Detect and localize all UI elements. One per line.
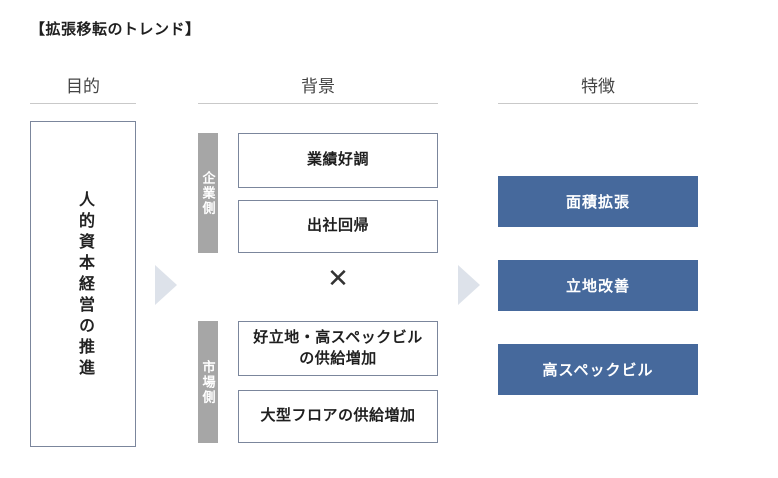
feature-box-3: 高スペックビル	[498, 344, 698, 395]
page-title: 【拡張移転のトレンド】	[30, 21, 201, 38]
arrow-purpose-to-background-icon	[155, 265, 177, 305]
side-label-corporate: 企業側	[198, 133, 218, 253]
feature-box-1: 面積拡張	[498, 176, 698, 227]
purpose-text: 人的資本経営の推進	[76, 190, 93, 380]
purpose-box: 人的資本経営の推進	[30, 121, 136, 447]
side-label-corporate-text: 企業側	[200, 170, 216, 216]
feature-box-2: 立地改善	[498, 260, 698, 311]
column-header-purpose: 目的	[66, 77, 100, 96]
background-item-corporate-1-label: 業績好調	[306, 151, 369, 169]
column-header-background: 背景	[301, 77, 335, 96]
background-item-market-2: 大型フロアの供給増加	[238, 390, 438, 443]
column-rule-background	[198, 103, 438, 104]
background-item-corporate-2-label: 出社回帰	[306, 217, 369, 235]
feature-box-1-label: 面積拡張	[565, 194, 630, 211]
side-label-market: 市場側	[198, 321, 218, 443]
column-header-features: 特徴	[581, 77, 615, 96]
background-item-corporate-1: 業績好調	[238, 133, 438, 188]
feature-box-3-label: 高スペックビル	[542, 362, 654, 379]
background-item-corporate-2: 出社回帰	[238, 200, 438, 253]
side-label-market-text: 市場側	[200, 359, 216, 405]
operator-multiply: ✕	[327, 263, 349, 293]
feature-box-2-label: 立地改善	[565, 278, 630, 295]
column-rule-features	[498, 103, 698, 104]
column-rule-purpose	[30, 103, 136, 104]
background-item-market-1: 好立地・高スペックビル の供給増加	[238, 321, 438, 376]
arrow-background-to-features-icon	[458, 265, 480, 305]
background-item-market-2-label: 大型フロアの供給増加	[260, 407, 416, 425]
background-item-market-1-label: 好立地・高スペックビル の供給増加	[253, 329, 423, 367]
